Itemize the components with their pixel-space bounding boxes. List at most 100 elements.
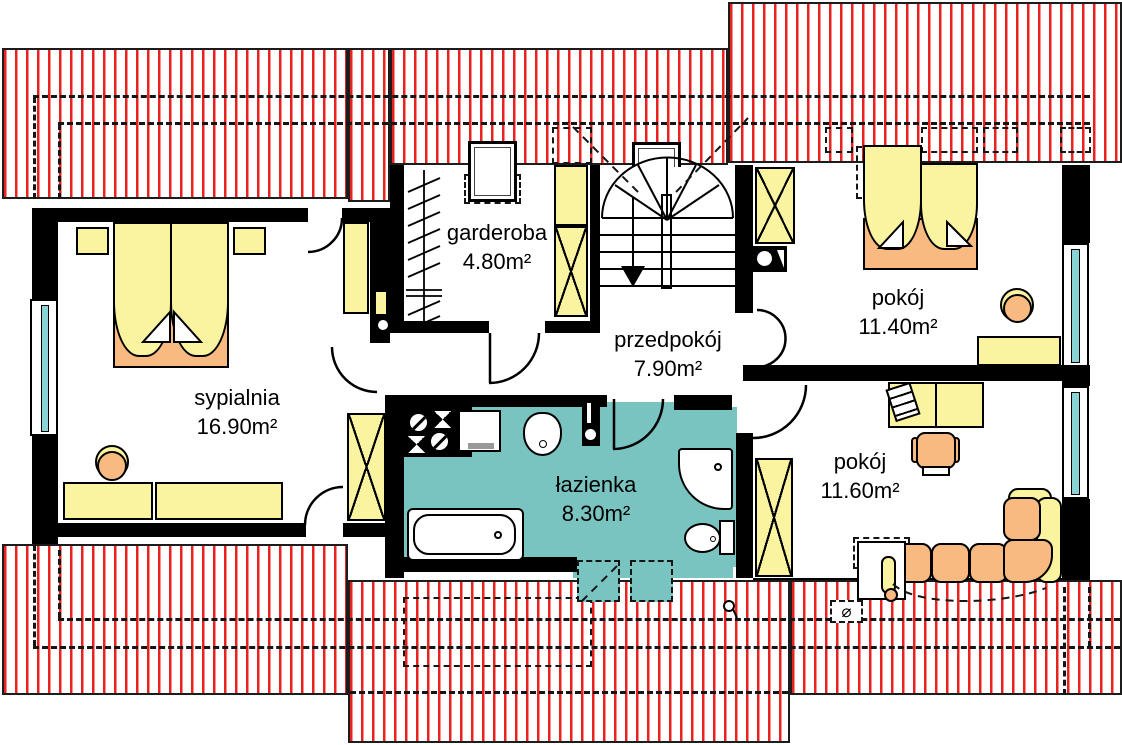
wall [342, 208, 390, 222]
washing-machine-drawer [468, 443, 494, 449]
bathroom-dormer [630, 560, 673, 602]
toilet-tank [719, 520, 735, 555]
room-label-pokoj-dolny: pokój 11.60m² [820, 447, 899, 505]
sofa-cushion [1003, 497, 1041, 541]
roof-dashed-line [33, 95, 1090, 98]
wardrobe [554, 226, 588, 317]
roof-band-top-left2 [348, 48, 390, 202]
skylight-outline [921, 127, 978, 153]
dresser [752, 246, 787, 272]
closet-hatch [407, 194, 441, 210]
desk [155, 482, 283, 520]
sink [523, 412, 562, 456]
room-name: łazienka [555, 472, 637, 497]
wall [1062, 165, 1090, 243]
skylight-outline [1060, 127, 1091, 153]
bathtub [407, 508, 524, 561]
roof-dashed-line [58, 618, 1120, 621]
window-glass [41, 305, 49, 432]
stair-handrail [661, 194, 672, 289]
toilet-dot [710, 536, 716, 542]
wardrobe [755, 458, 793, 577]
wall [388, 395, 607, 407]
roof-dashed-line [33, 545, 36, 646]
window-glass [1071, 392, 1080, 495]
toilet [684, 523, 721, 553]
roof-dashed-line [350, 691, 788, 694]
room-label-lazienka: łazienka 8.30m² [556, 470, 637, 528]
wall [735, 165, 753, 313]
wall [390, 165, 404, 333]
desk [977, 336, 1061, 366]
roof-dashed-line [33, 646, 1120, 649]
door-arc [756, 308, 787, 369]
bed-mattress [170, 222, 229, 357]
closet-hatch [407, 228, 441, 244]
roof-dashed-line [58, 550, 61, 618]
wall [1062, 499, 1090, 580]
wardrobe [554, 165, 588, 226]
room-area: 4.80m² [462, 249, 532, 274]
roof-dashed-line [58, 122, 1090, 125]
room-area: 11.40m² [858, 314, 938, 339]
dresser-wedge [777, 250, 784, 268]
towel-rail [587, 403, 591, 423]
bathroom-dormer [577, 560, 620, 602]
wall [32, 523, 306, 537]
wall [545, 321, 600, 333]
door-arc [303, 485, 344, 526]
room-area: 11.60m² [820, 478, 900, 503]
room-area: 8.30m² [561, 501, 631, 526]
wall [590, 165, 600, 333]
skylight-outline [552, 127, 592, 164]
bathroom-floor [607, 402, 674, 410]
room-name: pokój [833, 449, 887, 474]
bed-mattress [920, 163, 978, 250]
wardrobe [343, 222, 369, 314]
window-glass [1071, 249, 1080, 363]
closet-hatch [407, 245, 441, 261]
door-arc [307, 217, 344, 254]
room-name: sypialnia [194, 385, 280, 410]
window [1062, 386, 1089, 499]
wall [390, 321, 489, 333]
bed-mattress [113, 222, 172, 357]
washing-machine [458, 410, 501, 452]
fixture-dot [585, 429, 596, 440]
desk [935, 382, 984, 428]
room-area: 16.90m² [196, 414, 278, 439]
window [30, 299, 58, 436]
office-chair [916, 432, 956, 469]
bathtub-drain [494, 531, 502, 539]
roof-dashed-line [1088, 587, 1091, 647]
bed-mattress [863, 145, 922, 250]
wall [32, 208, 58, 299]
dresser-dot [757, 251, 772, 266]
door-arc [488, 332, 541, 385]
chaise-pad [884, 588, 898, 602]
nightstand [76, 227, 109, 255]
chimney [468, 141, 517, 202]
skylight-outline [983, 127, 1018, 153]
skylight-outline [825, 127, 853, 153]
door-arc [330, 346, 378, 394]
chair-seat [97, 451, 127, 481]
closet-hatch [407, 177, 441, 193]
wall [736, 433, 753, 578]
sofa-cushion [969, 543, 1008, 583]
hatch-square-icon [407, 435, 426, 454]
roof-dashed-line [1063, 587, 1066, 695]
shelf [374, 290, 388, 316]
wall [32, 208, 308, 222]
shower-drain [714, 463, 722, 471]
washer-symbol-icon [408, 412, 429, 433]
office-chair-base [922, 466, 950, 476]
closet-hatch [407, 262, 441, 278]
vent-symbol: ⌀ [830, 600, 863, 623]
bathroom-pillar [582, 395, 600, 446]
closet-hatch [407, 300, 441, 316]
fixture-box [374, 318, 400, 333]
wall [674, 395, 732, 410]
wall [343, 523, 390, 537]
